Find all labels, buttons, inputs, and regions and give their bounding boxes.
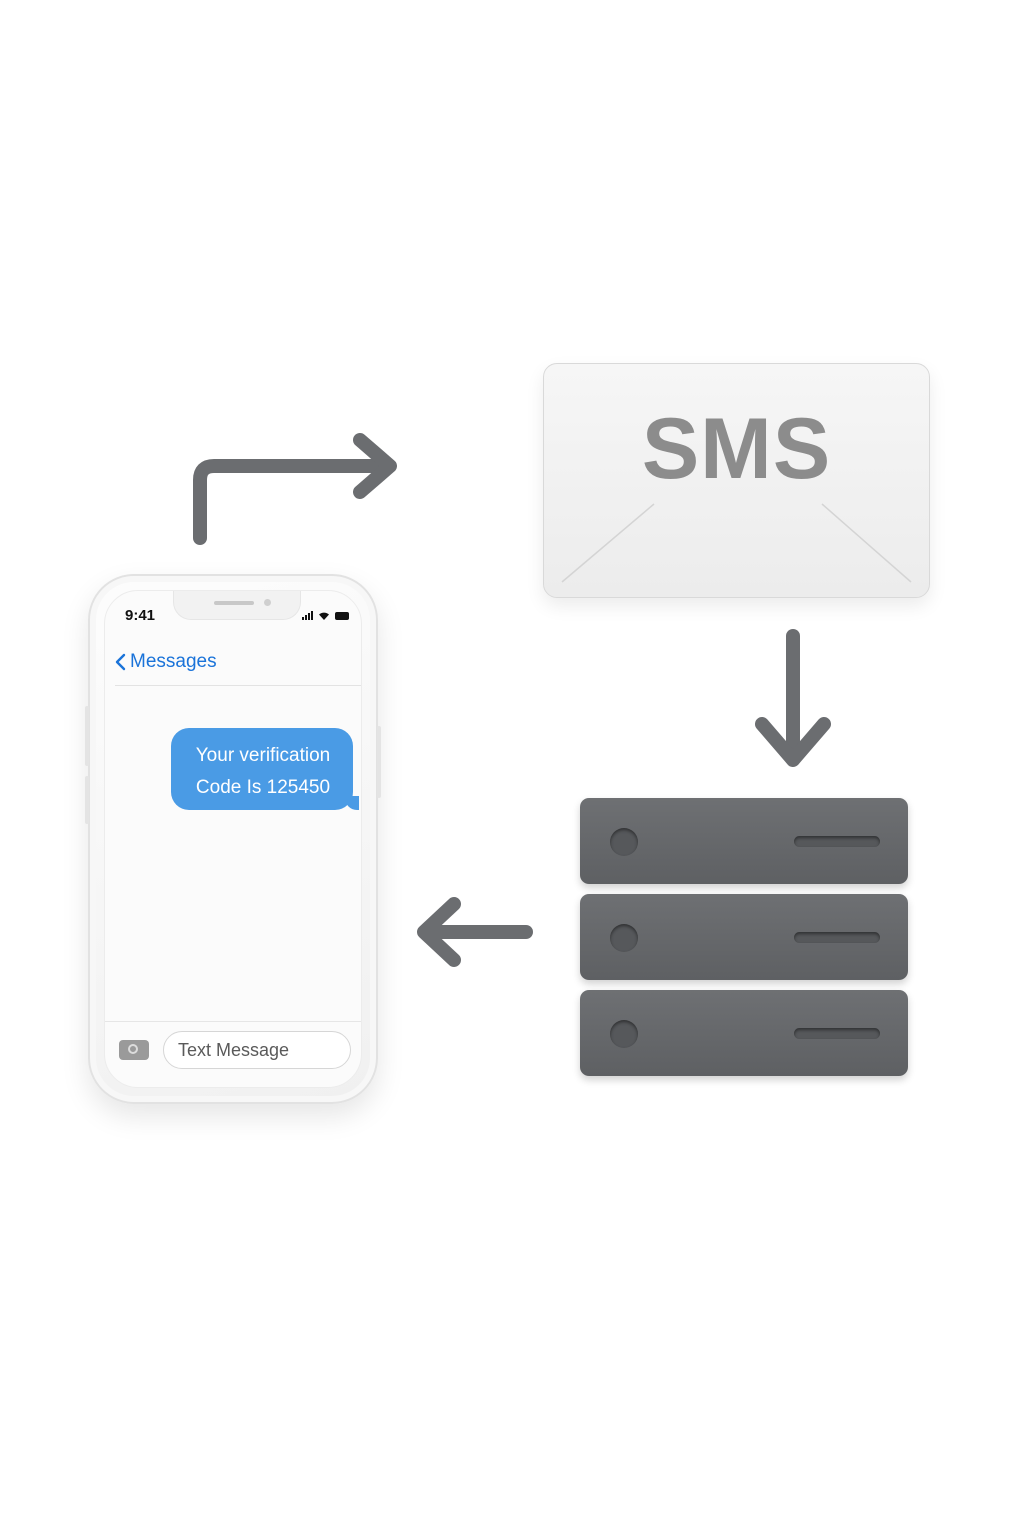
status-time: 9:41 <box>125 607 156 624</box>
arrow-phone-to-sms <box>193 459 395 545</box>
phone-screen: 9:41 Messages Your verification Code Is … <box>104 590 362 1088</box>
nav-divider <box>115 685 361 686</box>
server-slot <box>794 836 880 847</box>
sms-envelope: SMS <box>543 363 930 598</box>
server-slot <box>794 932 880 943</box>
back-button-label: Messages <box>130 651 217 672</box>
battery-icon <box>335 612 349 620</box>
arrow-phone-to-sms-head <box>353 433 397 499</box>
wifi-icon <box>319 612 329 620</box>
phone-side-button <box>85 776 89 824</box>
smartphone: 9:41 Messages Your verification Code Is … <box>85 574 381 1104</box>
sms-label: SMS <box>641 401 832 497</box>
chevron-left-icon <box>115 653 126 671</box>
message-input[interactable] <box>163 1031 351 1069</box>
arrow-sms-to-server-head <box>755 717 831 767</box>
message-line: Code Is 125450 <box>195 777 331 798</box>
status-icons <box>302 611 349 620</box>
server-unit <box>580 894 908 980</box>
phone-side-button <box>377 726 381 798</box>
bubble-tail <box>345 796 359 810</box>
input-divider <box>105 1021 361 1022</box>
server-slot <box>794 1028 880 1039</box>
message-line: Your verification <box>195 745 331 766</box>
phone-side-button <box>85 706 89 766</box>
server-indicator <box>610 924 638 952</box>
front-camera <box>264 599 271 606</box>
server-indicator <box>610 828 638 856</box>
server-unit <box>580 798 908 884</box>
server-unit <box>580 990 908 1076</box>
phone-notch <box>173 591 301 620</box>
back-button[interactable]: Messages <box>115 651 217 673</box>
cellular-signal-icon <box>302 611 313 620</box>
message-bubble: Your verification Code Is 125450 <box>171 728 359 810</box>
speaker-grille <box>214 601 254 605</box>
envelope-icon <box>561 503 912 583</box>
camera-icon[interactable] <box>119 1040 149 1060</box>
arrow-server-to-phone-head <box>417 897 461 967</box>
server-indicator <box>610 1020 638 1048</box>
